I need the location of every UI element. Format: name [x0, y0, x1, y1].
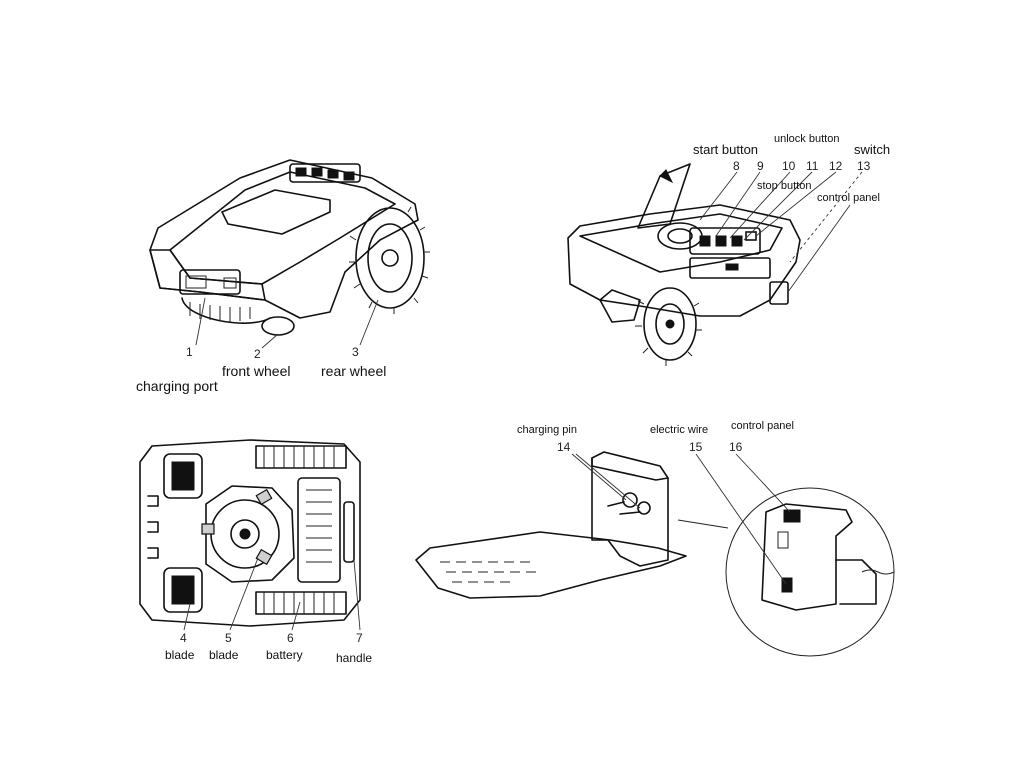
part-number-16: 16 — [729, 440, 743, 454]
part-label-blade-4: blade — [165, 648, 195, 662]
part-label-stop-button: stop button — [757, 180, 812, 192]
charging-station-view — [415, 451, 895, 657]
part-number-10: 10 — [782, 159, 796, 173]
part-number-8: 8 — [733, 159, 740, 173]
part-number-13: 13 — [857, 159, 871, 173]
part-label-front-wheel: front wheel — [222, 363, 291, 379]
part-number-4: 4 — [180, 631, 187, 645]
part-label-control-panel-top: control panel — [817, 192, 880, 204]
part-label-start-button: start button — [693, 142, 759, 157]
part-label-switch: switch — [854, 142, 891, 157]
part-label-charging-pin: charging pin — [517, 424, 577, 436]
part-label-blade-5: blade — [209, 648, 239, 662]
part-number-11: 11 — [806, 159, 819, 173]
part-label-battery: battery — [266, 648, 303, 662]
part-number-14: 14 — [557, 440, 571, 454]
mower-front-view — [149, 159, 430, 349]
part-label-charging-port: charging port — [136, 378, 218, 394]
part-number-3: 3 — [352, 345, 359, 359]
part-number-2: 2 — [254, 347, 261, 361]
part-number-9: 9 — [757, 159, 764, 173]
part-label-electric-wire: electric wire — [650, 424, 709, 436]
part-number-5: 5 — [225, 631, 232, 645]
part-label-handle: handle — [336, 651, 373, 665]
part-number-6: 6 — [287, 631, 294, 645]
part-number-15: 15 — [689, 440, 703, 454]
part-number-7: 7 — [356, 631, 363, 645]
part-label-rear-wheel: rear wheel — [321, 363, 387, 379]
part-label-control-panel-station: control panel — [731, 420, 794, 432]
mower-rear-view — [567, 163, 863, 366]
mower-underside-view — [139, 439, 361, 631]
part-number-1: 1 — [186, 345, 193, 359]
part-number-12: 12 — [829, 159, 843, 173]
part-label-unlock-button: unlock button — [774, 133, 840, 145]
